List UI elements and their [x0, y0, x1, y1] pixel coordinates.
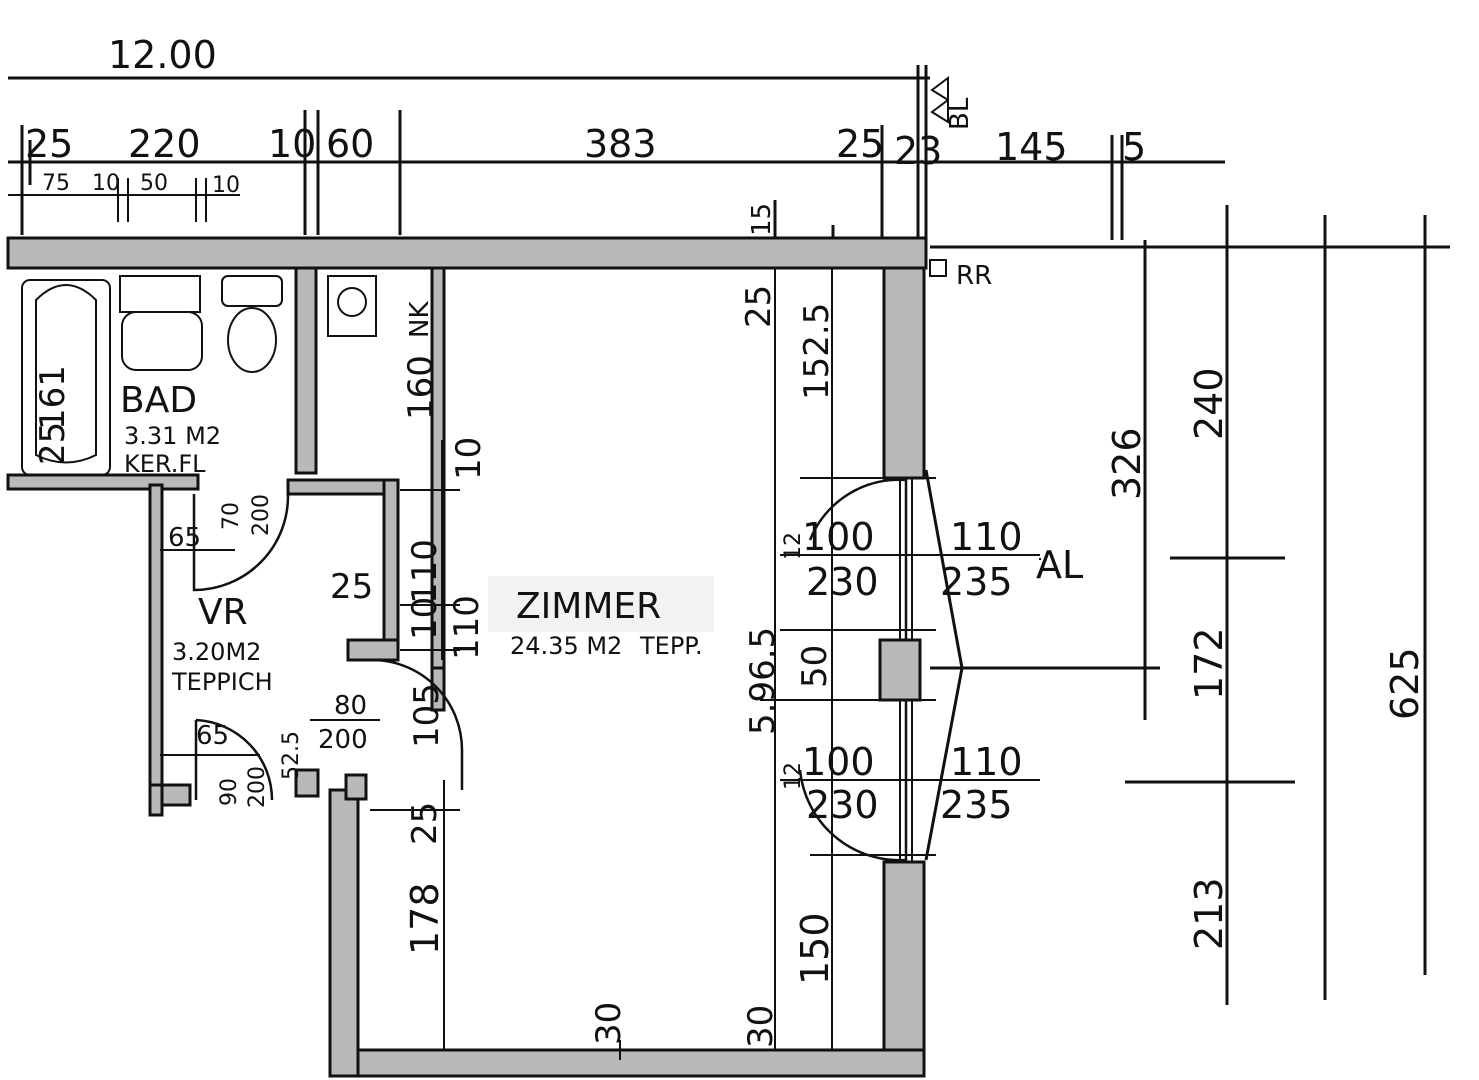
- bathroom-fixtures: [21, 275, 377, 476]
- rr-marker-icon: [929, 259, 947, 277]
- dim-d25-bath: 25: [33, 422, 73, 465]
- dim-d105: 105: [407, 683, 447, 748]
- dim-d200a: 200: [249, 494, 274, 536]
- dim-d200b: 200: [245, 766, 270, 808]
- dim-d160: 160: [401, 355, 441, 420]
- walls: [6, 236, 928, 1078]
- dim-d10a: 10: [449, 437, 489, 480]
- rr-label: RR: [956, 261, 992, 291]
- dim-right-a-0: 326: [1105, 427, 1149, 500]
- dim-d30b: 30: [741, 1005, 781, 1048]
- vr-area: 3.20M2: [172, 638, 261, 666]
- room-labels: BAD 3.31 M2 KER.FL VR 3.20M2 TEPPICH ZIM…: [120, 380, 714, 696]
- dim-d50: 50: [795, 645, 835, 688]
- dim-d150: 150: [793, 912, 837, 985]
- zimmer-area: 24.35 M2: [510, 632, 622, 660]
- win-upper-r: 110: [950, 515, 1023, 559]
- dim-right-b-1: 625: [1383, 647, 1427, 720]
- dim-bath-3: 10: [212, 173, 240, 198]
- dim-d90: 90: [217, 778, 242, 806]
- dim-top-7: 145: [995, 125, 1068, 169]
- dim-d178: 178: [403, 882, 447, 955]
- top-dimension-lines: [8, 65, 1225, 240]
- dim-d596: 5.96.5: [743, 627, 783, 735]
- dimension-labels: 12.00 25 220 10 60 383 25 23 145 5 75 10…: [25, 33, 1427, 1048]
- al-label: AL: [1036, 543, 1083, 587]
- win-upper-tag: 12: [781, 532, 806, 560]
- win-upper-lb: 230: [806, 560, 879, 604]
- dim-d25-closet: 25: [330, 567, 373, 607]
- win-lower-rb: 235: [940, 783, 1013, 827]
- bad-floor: KER.FL: [124, 450, 206, 478]
- dim-top-3: 60: [326, 122, 374, 166]
- win-lower-tag: 12: [781, 762, 806, 790]
- dim-d25-top: 25: [739, 285, 779, 328]
- dim-top-6: 23: [894, 129, 942, 173]
- dim-right-a-2: 213: [1187, 877, 1231, 950]
- nk-label: NK: [405, 301, 435, 338]
- dim-top-1: 220: [128, 122, 201, 166]
- dim-top-5: 25: [836, 122, 884, 166]
- dim-d70: 70: [219, 502, 244, 530]
- dim-top-8: 5: [1122, 125, 1146, 169]
- win-lower-lb: 230: [806, 783, 879, 827]
- zimmer-name: ZIMMER: [516, 586, 661, 627]
- zimmer-floor: TEPP.: [639, 632, 703, 660]
- dim-bath-1: 10: [92, 171, 120, 196]
- win-lower-r: 110: [950, 740, 1023, 784]
- dim-top-2: 10: [268, 122, 316, 166]
- dim-d10b: 10: [405, 597, 445, 640]
- bl-label: BL: [945, 97, 975, 130]
- dim-bath-2: 50: [140, 171, 168, 196]
- door-swings: [160, 268, 1040, 1060]
- dim-d110b: 110: [447, 595, 487, 660]
- dim-d110a: 110: [405, 539, 445, 604]
- dim-right-a-1: 172: [1187, 627, 1231, 700]
- bad-name: BAD: [120, 380, 197, 421]
- dim-bath-0: 75: [42, 171, 70, 196]
- dim-d152: 152.5: [797, 303, 837, 400]
- dim-d52: 52.5: [279, 731, 304, 780]
- dim-top-4: 383: [584, 122, 657, 166]
- dim-d30a: 30: [589, 1002, 629, 1045]
- vr-name: VR: [198, 592, 248, 633]
- dim-d80: 80: [334, 691, 367, 721]
- total-width-label: 12.00: [108, 33, 217, 77]
- dim-d65b: 65: [196, 721, 229, 751]
- vr-floor: TEPPICH: [171, 668, 273, 696]
- win-upper-rb: 235: [940, 560, 1013, 604]
- dim-right-b-0: 240: [1187, 367, 1231, 440]
- dim-d200c: 200: [318, 725, 368, 755]
- dim-d15: 15: [747, 203, 777, 236]
- dim-d161: 161: [33, 365, 73, 430]
- dim-d65a: 65: [168, 523, 201, 553]
- win-lower-l: 100: [802, 740, 875, 784]
- bad-area: 3.31 M2: [124, 422, 221, 450]
- dim-d25-lower: 25: [405, 802, 445, 845]
- dim-top-0: 25: [25, 122, 73, 166]
- right-dimension-lines: [930, 205, 1450, 1005]
- win-upper-l: 100: [802, 515, 875, 559]
